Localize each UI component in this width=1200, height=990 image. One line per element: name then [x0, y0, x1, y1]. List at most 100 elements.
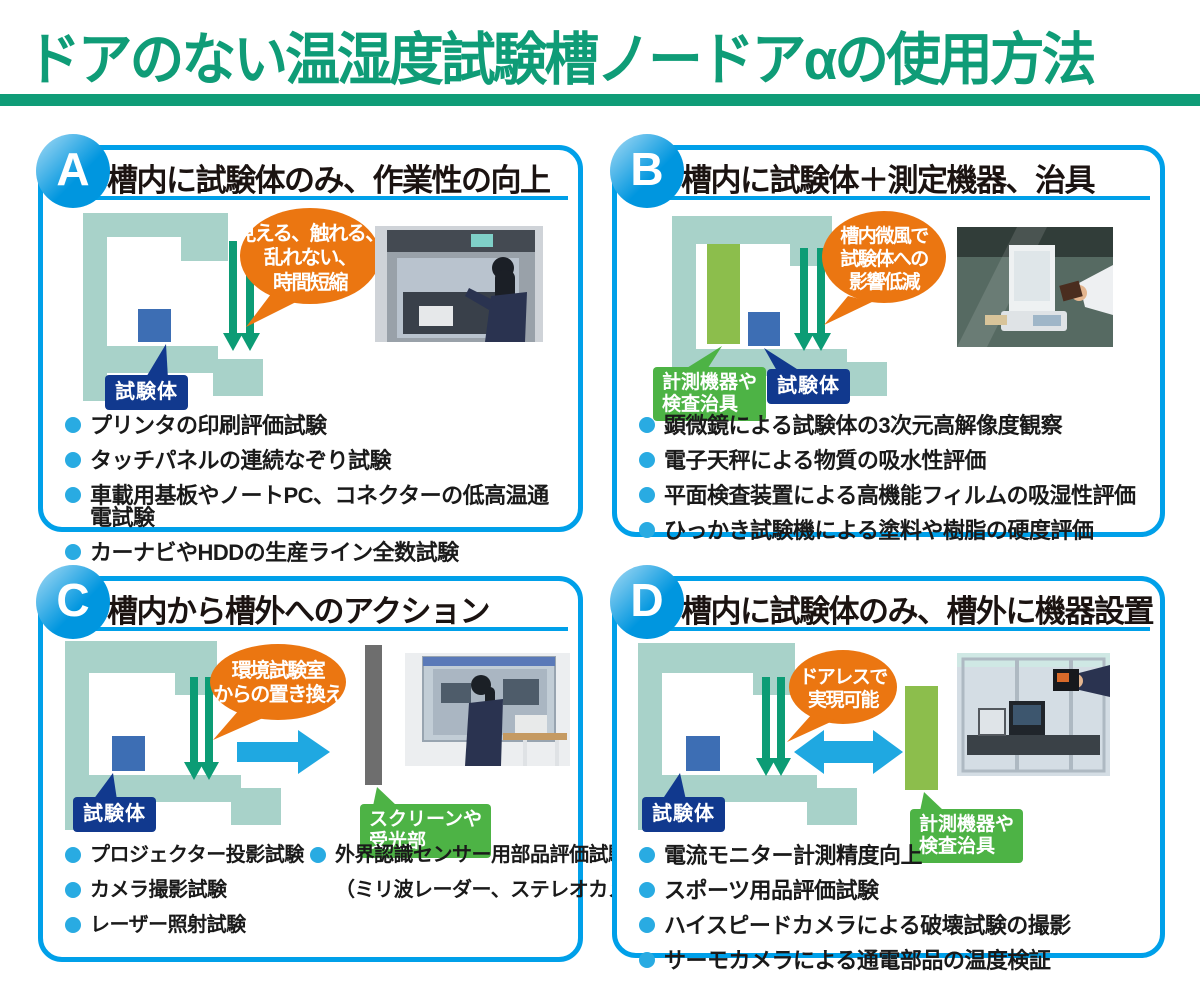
specimen-label-tail	[764, 348, 800, 371]
bullet-item: ひっかき試験機による塗料や樹脂の硬度評価	[639, 520, 1152, 542]
panel-a-badge: A	[36, 134, 110, 208]
bullet-item: 電子天秤による物質の吸水性評価	[639, 450, 1152, 472]
bullet-item: カーナビやHDDの生産ライン全数試験	[65, 542, 570, 564]
panel-d: D 槽内に試験体のみ、槽外に機器設置	[610, 565, 1165, 972]
bullet-item: プリンタの印刷評価試験	[65, 415, 570, 437]
panel-d-badge: D	[610, 565, 684, 639]
panel-b-title-rule	[627, 196, 1150, 200]
bullet-item: ハイスピードカメラによる破壊試験の撮影	[639, 915, 1152, 937]
bullet-dot	[65, 917, 81, 933]
panel-c-badge-letter: C	[56, 574, 90, 626]
chamber-shape	[83, 213, 263, 401]
panel-b-title: 槽内に試験体＋測定機器、治具	[681, 163, 1096, 198]
panel-a-bullets: プリンタの印刷評価試験 タッチパネルの連続なぞり試験 車載用基板やノートPC、コ…	[65, 415, 570, 577]
bullet-dot	[639, 452, 655, 468]
screen-label-tail	[373, 787, 397, 806]
bullet-dot	[639, 917, 655, 933]
airflow-down-arrows	[794, 248, 831, 351]
bullet-dot	[639, 522, 655, 538]
bullet-item: 電流モニター計測精度向上	[639, 845, 1152, 867]
speech-bubble	[240, 208, 380, 327]
bubble-text: ドアレスで 実現可能	[799, 667, 888, 712]
photo-thermal-camera	[957, 653, 1110, 776]
panel-c-bullets-right: 外界認識センサー用部品評価試験 （ミリ波レーダー、ステレオカメラ）	[310, 845, 667, 950]
bubble-text: 槽内微風で 試験体への 影響低減	[840, 226, 929, 294]
equipment-rect	[905, 686, 938, 790]
bullet-dot	[639, 417, 655, 433]
bullet-dot	[639, 882, 655, 898]
panel-d-title-rule	[627, 627, 1150, 631]
bullet-item: 外界認識センサー用部品評価試験	[310, 845, 666, 866]
panel-c-bullets: プロジェクター投影試験 カメラ撮影試験 レーザー照射試験 外界認識センサー用部品…	[65, 845, 667, 950]
bullet-dot	[65, 417, 81, 433]
speech-bubble	[210, 644, 346, 740]
bullet-dot	[65, 487, 81, 503]
specimen-square	[686, 736, 720, 771]
panel-b: B 槽内に試験体＋測定機器、治具	[610, 134, 1165, 542]
two-way-arrow	[794, 730, 903, 774]
airflow-down-arrows	[223, 241, 260, 351]
panel-d-badge-letter: D	[630, 574, 664, 626]
bullet-dot	[639, 952, 655, 968]
airflow-down-arrows	[184, 677, 219, 780]
bullet-dot	[65, 544, 81, 560]
panel-d-diagram: ドアレスで 実現可能 試験体 計測機器や 検査治具	[622, 630, 1160, 863]
panel-c-title: 槽内から槽外へのアクション	[107, 594, 490, 629]
panel-a-diagram: 見える、触れる、 乱れない、 時間短縮 試験体	[53, 201, 578, 423]
specimen-label: 試験体	[105, 375, 188, 410]
equipment-label: 計測機器や 検査治具	[910, 809, 1024, 863]
panel-a: A 槽内に試験体のみ、作業性の向上	[36, 134, 583, 564]
speech-bubble	[787, 650, 897, 742]
bullet-dot	[65, 452, 81, 468]
bullet-item: 車載用基板やノートPC、コネクターの低高温通電試験	[65, 485, 570, 529]
equipment-label: 計測機器や 検査治具	[653, 367, 767, 421]
bullet-item: 顕微鏡による試験体の3次元高解像度観察	[639, 415, 1152, 437]
screen-label: スクリーンや 受光部	[360, 804, 492, 858]
bubble-text: 見える、触れる、 乱れない、 時間短縮	[236, 223, 385, 294]
specimen-label-tail	[662, 773, 686, 800]
panel-c-diagram: 環境試験室 からの置き換え 試験体 スクリーンや 受光部	[53, 630, 578, 858]
title-underline-bar	[0, 94, 1200, 106]
panel-c-title-rule	[53, 627, 568, 631]
panel-c: C 槽内から槽外へのアクション	[36, 565, 667, 962]
bullet-item: サーモカメラによる通電部品の温度検証	[639, 950, 1152, 972]
bullet-dot	[639, 847, 655, 863]
airflow-down-arrows	[756, 677, 791, 776]
specimen-label: 試験体	[767, 369, 850, 404]
specimen-label: 試験体	[642, 797, 725, 832]
photo-seated-operator	[405, 653, 570, 766]
equipment-label-tail	[682, 346, 722, 371]
screen-bar	[365, 645, 382, 785]
photo-balance-in-chamber	[957, 227, 1113, 347]
bullet-item: レーザー照射試験	[65, 915, 310, 936]
equipment-label-tail	[920, 792, 944, 811]
bullet-item: プロジェクター投影試験	[65, 845, 310, 866]
panel-d-bullets: 電流モニター計測精度向上 スポーツ用品評価試験 ハイスピードカメラによる破壊試験…	[639, 845, 1152, 985]
specimen-label-tail	[93, 773, 117, 800]
bubble-text: 環境試験室 からの置き換え	[213, 660, 344, 707]
speech-bubble	[822, 211, 946, 325]
panel-b-bullets: 顕微鏡による試験体の3次元高解像度観察 電子天秤による物質の吸水性評価 平面検査…	[639, 415, 1152, 555]
action-arrow-right	[237, 730, 330, 774]
bullet-dot	[639, 487, 655, 503]
panel-c-bullets-left: プロジェクター投影試験 カメラ撮影試験 レーザー照射試験	[65, 845, 310, 950]
bullet-item: タッチパネルの連続なぞり試験	[65, 450, 570, 472]
bullet-dot	[65, 847, 81, 863]
panel-b-diagram: 槽内微風で 試験体への 影響低減 計測機器や 検査治具 試験体	[622, 201, 1160, 423]
panel-a-title-rule	[53, 196, 568, 200]
bullet-dot	[310, 847, 326, 863]
bullet-item: カメラ撮影試験	[65, 880, 310, 901]
panel-c-badge: C	[36, 565, 110, 639]
bullet-item: スポーツ用品評価試験	[639, 880, 1152, 902]
specimen-square	[748, 312, 780, 346]
specimen-label: 試験体	[73, 797, 156, 832]
photo-operator-at-chamber	[375, 226, 543, 342]
bullet-dot	[65, 882, 81, 898]
equipment-rect	[707, 244, 740, 344]
specimen-square	[112, 736, 145, 771]
bullet-item-continuation: （ミリ波レーダー、ステレオカメラ）	[335, 879, 667, 901]
page-title: ドアのない温湿度試験槽ノードアαの使用方法	[26, 28, 1096, 92]
panel-b-badge-letter: B	[630, 143, 664, 195]
panel-a-badge-letter: A	[56, 143, 90, 195]
panel-d-title: 槽内に試験体のみ、槽外に機器設置	[681, 594, 1155, 629]
